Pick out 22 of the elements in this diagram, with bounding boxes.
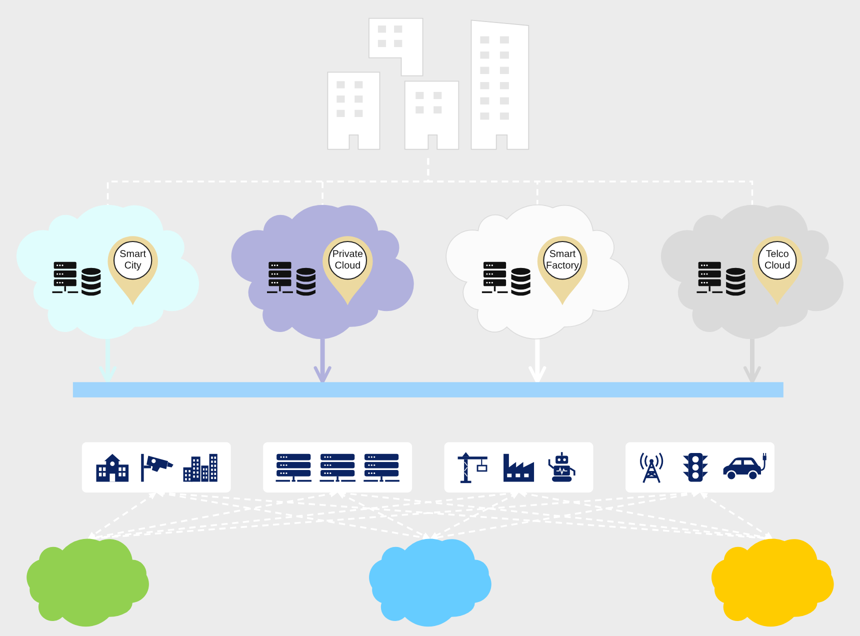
node-bar — [72, 382, 784, 398]
arrow — [518, 490, 773, 541]
arrow — [99, 338, 117, 384]
arrow — [528, 338, 546, 384]
arrow — [430, 492, 519, 539]
arrow — [88, 490, 338, 541]
node-box — [82, 442, 231, 492]
arrow — [88, 490, 519, 542]
arrow — [743, 338, 762, 384]
node-cloud — [26, 538, 149, 627]
arrow — [700, 492, 773, 539]
arrow — [338, 490, 773, 542]
arrow — [430, 490, 700, 541]
node-box — [444, 442, 594, 492]
node-box — [626, 442, 774, 492]
node-box — [263, 442, 412, 492]
arrow — [88, 492, 156, 539]
arrow — [156, 490, 430, 542]
arrow — [314, 338, 332, 384]
arrow — [338, 492, 430, 539]
node-cloud — [711, 538, 834, 627]
node-cloud — [369, 538, 492, 627]
